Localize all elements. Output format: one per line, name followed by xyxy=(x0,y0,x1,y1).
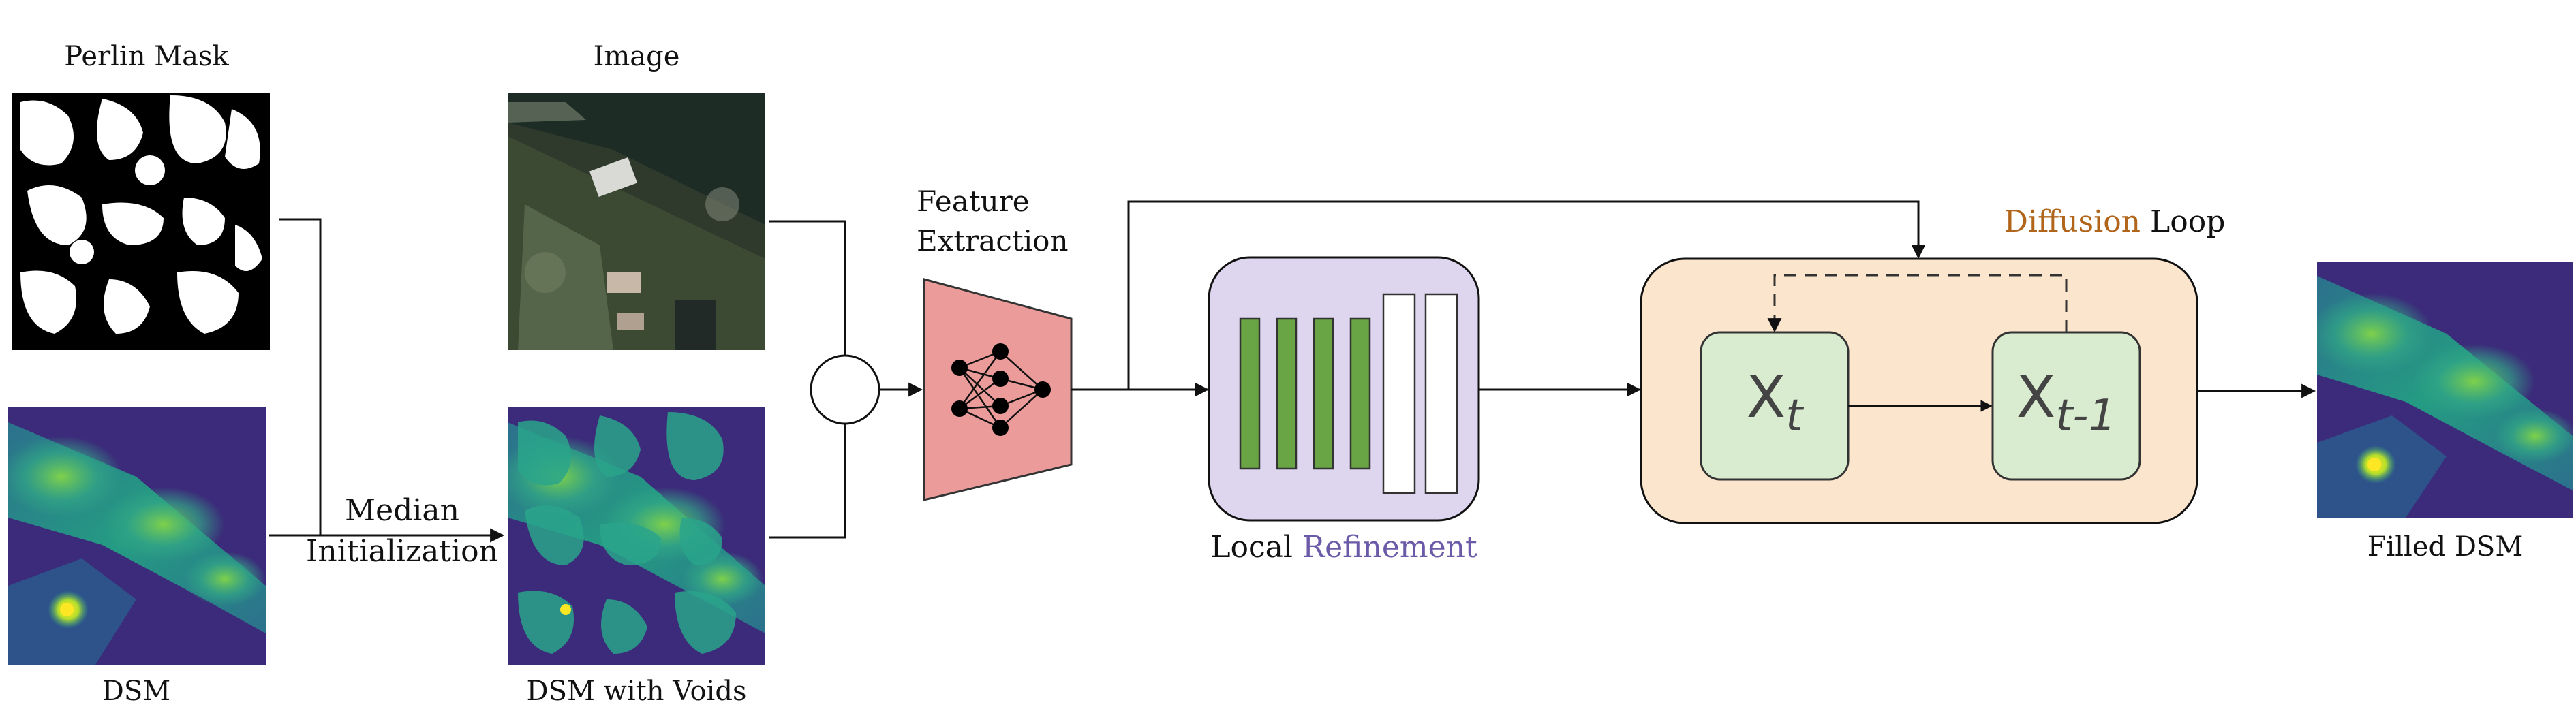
perlin-mask-image xyxy=(12,93,270,350)
subscript-t-minus-1: t-1 xyxy=(2055,391,2116,441)
x-symbol-2: X xyxy=(2017,364,2056,430)
fusion-circle xyxy=(810,354,880,425)
loop-back-dashed-arrow xyxy=(1767,274,2068,333)
image-to-fusion-line xyxy=(769,220,846,356)
neural-network-icon xyxy=(958,350,1043,429)
feature-label-line1: Feature xyxy=(917,185,1030,218)
median-label-line1: Median xyxy=(345,493,459,528)
feature-label-line2: Extraction xyxy=(917,224,1069,257)
neural-network-nodes xyxy=(951,343,1051,436)
median-label-line2: Initialization xyxy=(306,534,498,569)
node-x-t-minus-1-label: Xt-1 xyxy=(2017,364,2116,441)
x-symbol-1: X xyxy=(1747,364,1786,430)
dsm-with-voids-image xyxy=(508,407,765,665)
refinement-word: Refinement xyxy=(1302,530,1477,565)
filled-dsm-label: Filled DSM xyxy=(2367,531,2524,563)
mask-to-median-line xyxy=(279,218,322,535)
voids-to-fusion-line xyxy=(769,424,846,539)
loop-word: Loop xyxy=(2150,204,2225,239)
local-word: Local xyxy=(1210,530,1293,565)
subscript-t: t xyxy=(1785,391,1805,441)
node-x-t-label: Xt xyxy=(1747,364,1805,441)
refinement-layer-bars xyxy=(1239,293,1458,494)
filled-dsm-image xyxy=(2317,262,2573,518)
diffusion-loop-label: Diffusion Loop xyxy=(2004,204,2226,239)
perlin-mask-label: Perlin Mask xyxy=(64,41,229,72)
diffusion-word: Diffusion xyxy=(2004,204,2141,239)
satellite-image xyxy=(508,93,765,350)
dsm-with-voids-label: DSM with Voids xyxy=(527,676,747,707)
dsm-image xyxy=(8,407,266,665)
skip-connection-arrow xyxy=(1127,200,1926,390)
feature-extractor-trapezoid xyxy=(923,278,1073,501)
dsm-label: DSM xyxy=(102,676,170,707)
local-refinement-label: Local Refinement xyxy=(1210,530,1477,565)
image-label: Image xyxy=(594,41,680,72)
